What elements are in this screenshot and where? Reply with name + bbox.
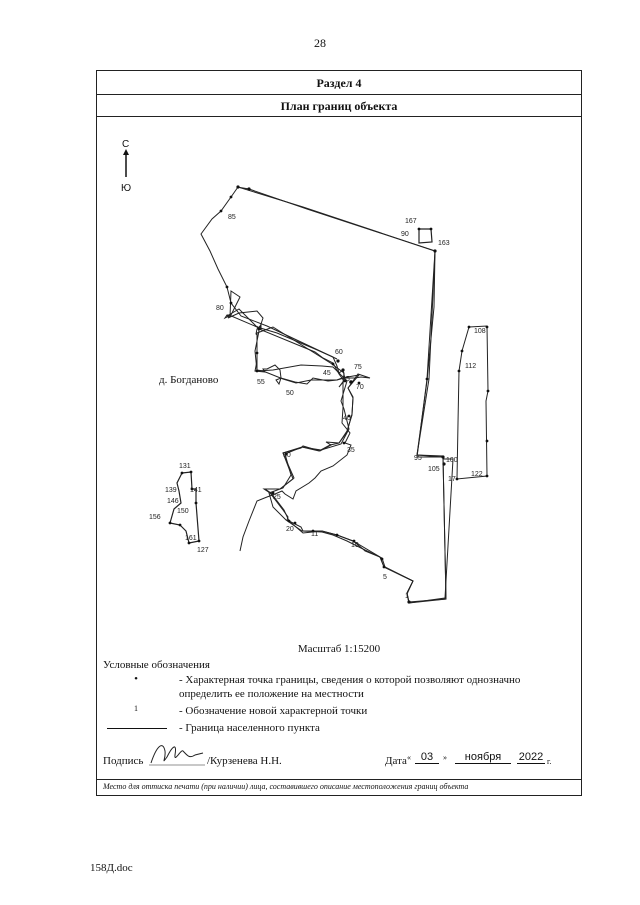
signature-row: Подпись /Курзенева Н.Н. Дата « 03 » нояб… [103,745,573,771]
point-label: 105 [428,466,440,473]
point-label: 35 [347,447,355,454]
point-label: 127 [197,547,209,554]
point-label: 60 [335,349,343,356]
parcel-108 [456,325,489,480]
compass-north-label: С [122,139,129,150]
object-outline [237,186,447,603]
date-quote-open: « [407,753,411,762]
handwritten-signature [149,745,205,766]
point-label: 11 [311,531,318,538]
date-quote-close: » [443,753,447,762]
legend-text: - Граница населенного пункта [179,722,320,734]
map-scale: Масштаб 1:15200 [297,643,381,655]
point-label: 25 [273,494,281,501]
small-parcel-167 [418,228,433,244]
boundary-line-icon [107,728,167,729]
main-boundary-line [223,186,454,604]
point-label: 141 [190,487,202,494]
point-dot-icon: • [134,673,138,685]
point-label: 163 [438,240,450,247]
place-name: д. Богданово [159,374,219,386]
point-label: 90 [401,231,409,238]
point-label: 75 [354,364,362,371]
point-labels: 85 80 167 90 163 60 75 45 65 70 55 50 40… [149,214,486,600]
point-label: 112 [465,363,476,370]
signature-label: Подпись [103,755,144,767]
point-label: 40 [343,415,351,422]
file-name-footer: 158Д.doc [90,862,133,874]
page-number: 28 [314,36,326,50]
point-label: 122 [471,471,483,478]
boundary-plan-map: С Ю [121,139,490,604]
point-label: 156 [149,514,161,521]
point-label: 139 [165,487,177,494]
legend-item-new-point: 1 - Обозначение новой характерной точки [103,704,573,720]
point-label: 10 [351,542,359,549]
point-label: 1 [405,593,409,600]
point-label: 146 [167,498,179,505]
legend-text: - Обозначение новой характерной точки [179,705,368,717]
date-year: 2022 [517,751,545,764]
point-label: 5 [383,574,387,581]
section-subtitle: План границ объекта [97,95,581,117]
date-day: 03 [415,751,439,764]
point-label: 45 [323,370,331,377]
point-label: 108 [474,328,486,335]
legend-title: Условные обозначения [103,659,210,671]
signer-name: /Курзенева Н.Н. [207,755,282,767]
legend-item-settlement-boundary: - Граница населенного пункта [103,721,573,737]
date-month: ноября [455,751,511,764]
point-label: 161 [185,535,197,542]
point-label: 55 [257,379,265,386]
point-label: 65 [342,376,350,383]
point-label: 167 [405,218,417,225]
legend-item-characteristic-point: • - Характерная точка границы, сведения … [103,673,573,703]
point-label: 95 [414,455,422,462]
point-label: 70 [356,384,364,391]
point-label: 50 [286,390,294,397]
boundary-points [168,185,490,604]
west-boundary-line [200,186,338,360]
legend-text: - Характерная точка границы, сведения о … [179,674,521,700]
north-arrow-icon: С Ю [121,139,131,194]
point-label: 85 [228,214,236,221]
date-year-suffix: г. [547,757,552,766]
point-label: 150 [177,508,189,515]
section-title: Раздел 4 [97,71,581,95]
stamp-note: Место для оттиска печати (при наличии) л… [97,779,581,793]
point-label: 30 [283,452,291,459]
new-point-marker: 1 [134,704,138,713]
point-label: 100 [446,457,458,464]
point-label: 17 [448,476,456,483]
document-frame: Раздел 4 План границ объекта С Ю [96,70,582,796]
compass-south-label: Ю [121,183,131,194]
point-label: 20 [286,526,294,533]
point-label: 131 [179,463,191,470]
point-label: 80 [216,305,224,312]
date-label: Дата [385,755,407,767]
settlement-boundary-line [254,250,447,604]
